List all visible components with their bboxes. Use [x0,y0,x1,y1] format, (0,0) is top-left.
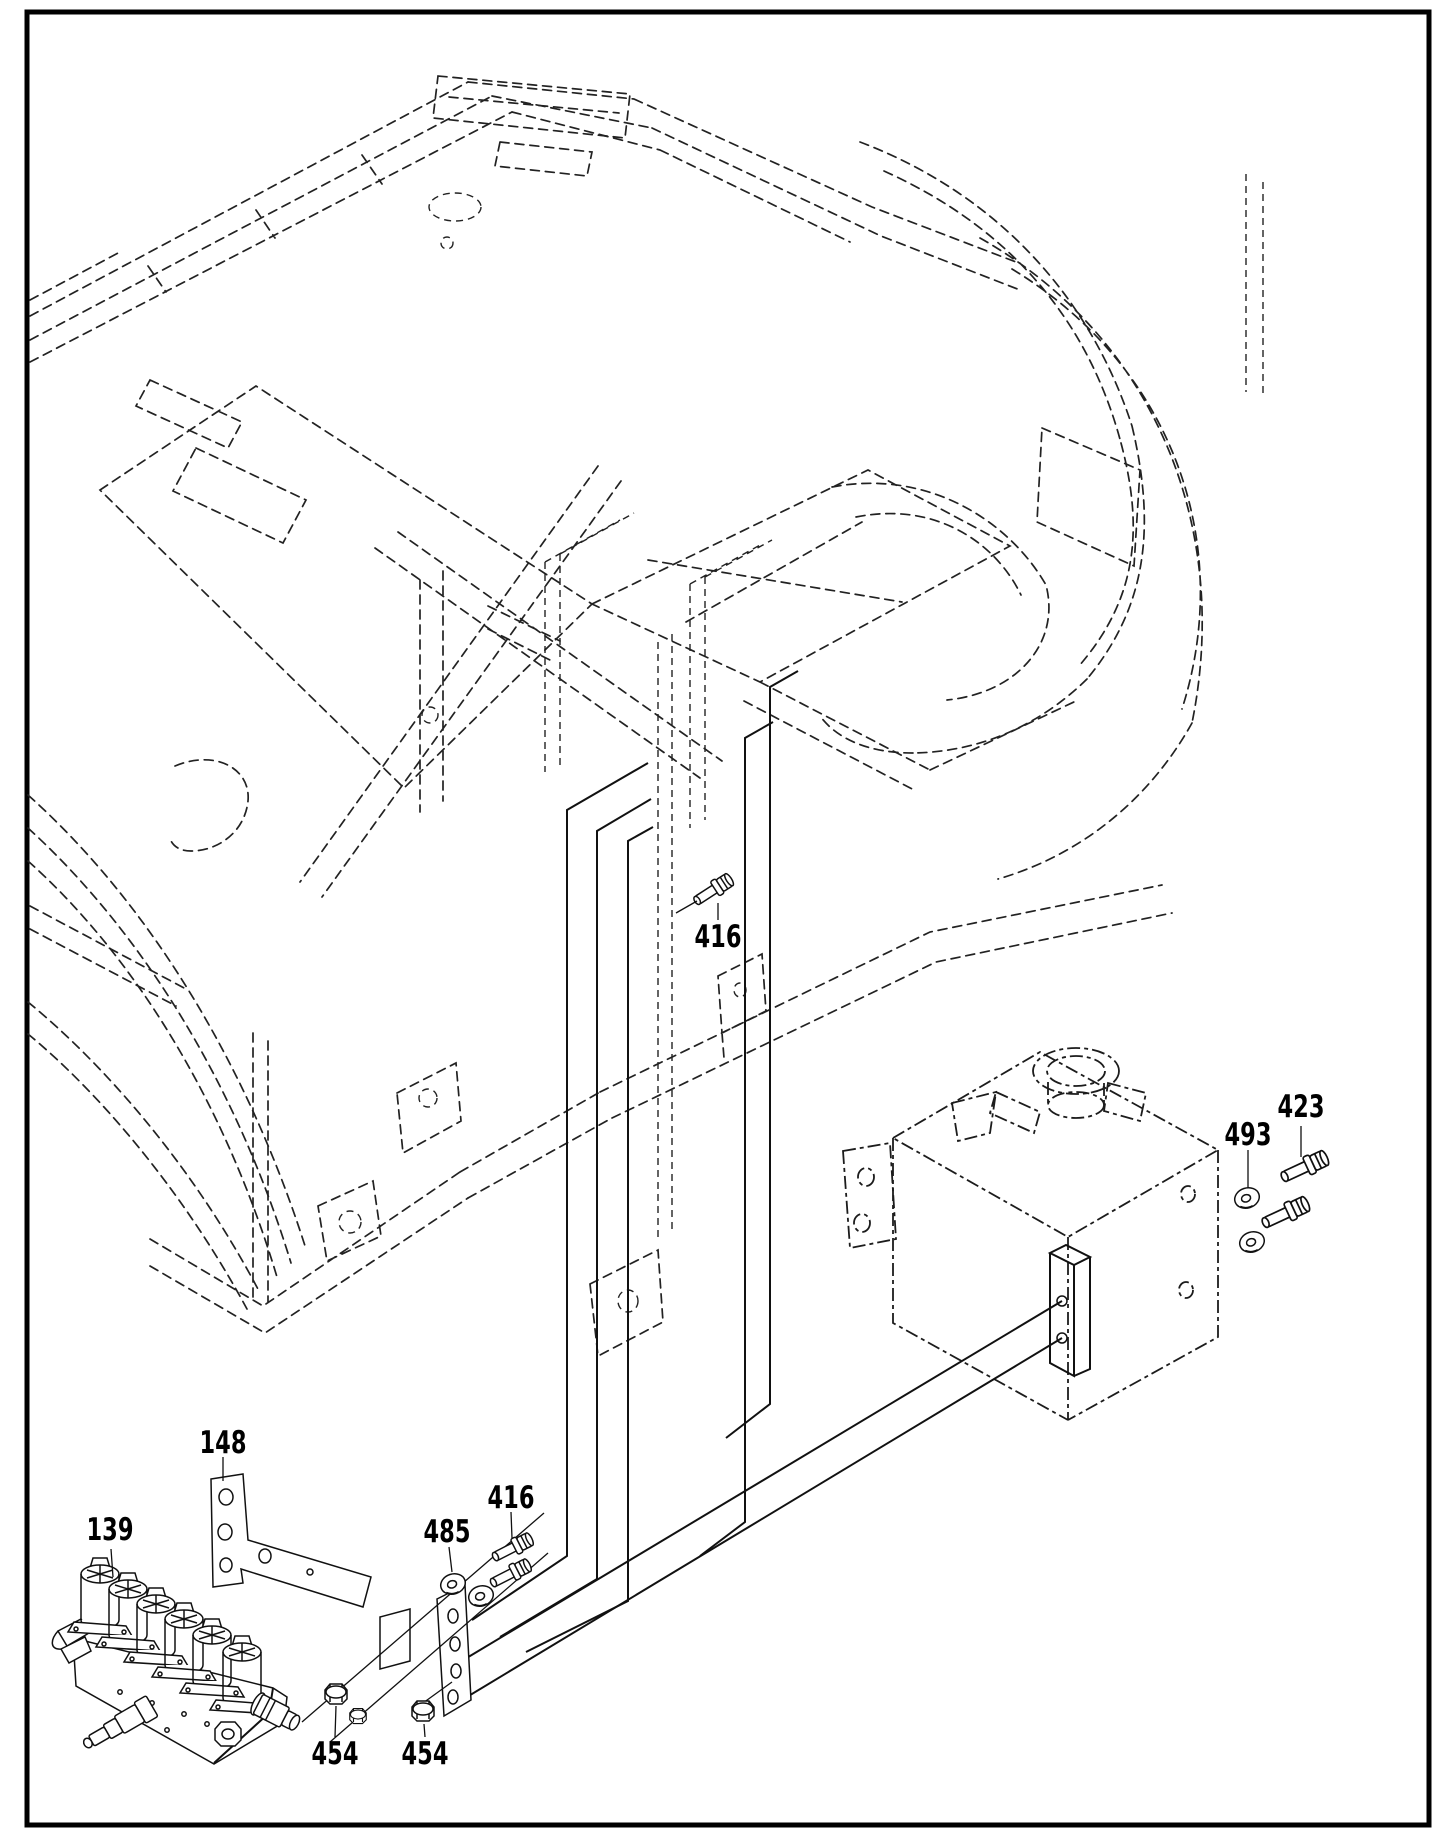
bracket-hole [218,1488,234,1506]
callout-139: 139 [87,1512,134,1548]
hose-run [525,826,654,1653]
washer-485-b [465,1581,497,1611]
frame-top-plate [432,75,631,177]
outlet-fitting [250,1692,301,1731]
valve-mounting-plate [379,1583,472,1718]
washer-493-a [1231,1183,1263,1213]
callout-148: 148 [200,1425,247,1461]
callout-454-right: 454 [402,1736,449,1772]
frame-hole [440,236,454,250]
frame-hole [338,1210,362,1234]
frame-hose-area-dashes [544,512,773,1240]
cap-inner [1046,1055,1106,1087]
frame-hole [418,1088,438,1108]
frame-holes [338,192,747,1313]
bolt-416-upper [689,870,737,910]
frame-roll-tubes [819,141,1204,880]
bracket-outline [210,1473,372,1608]
tank-fittings [950,1081,1148,1143]
spacer-block [379,1608,411,1670]
hex-plug [214,1721,242,1747]
nut-454-right [411,1700,435,1722]
frame-lower-center [149,1032,664,1358]
hose-run [699,721,774,1557]
bracket-dot [306,1568,314,1576]
bolt-423-a [1276,1147,1332,1188]
tank-tab-hole [1180,1185,1196,1203]
tank-body [891,1050,1220,1421]
plate-hole [447,1608,459,1624]
hydraulic-hose-runs [451,670,1063,1707]
hose-run [471,762,649,1621]
frame-right-platform [590,469,1077,792]
solenoid-valve-manifold [51,1557,301,1765]
frame-deck-arcs-lower-left [27,794,307,1310]
tank-hose [459,1300,1063,1663]
frame-rails-upper-left [29,81,513,363]
tank-left-bracket [842,1141,897,1250]
bracket-hole [853,1213,871,1233]
callout-416-lower: 416 [488,1480,535,1516]
callout-454-left: 454 [312,1736,359,1772]
frame-hole [421,706,439,724]
frame-right-edge-lines [1245,174,1264,398]
callout-labels: 416 493 423 148 139 485 416 454 454 [87,919,1325,1772]
port-dot [117,1689,123,1695]
frame-center-beams [299,465,723,898]
reservoir-tank [842,1047,1220,1421]
port-dot [164,1727,170,1733]
frame-top-right-rails [467,81,1021,291]
nut-small [349,1707,367,1725]
frame-rails-behind-tank [459,884,1173,1199]
relief-valve-fitting [82,1695,159,1749]
fastener-hardware [301,870,1332,1743]
front-bracket-outline [1047,1243,1093,1378]
washer-493-b [1236,1227,1268,1257]
plate-hole [449,1636,461,1652]
callout-423: 423 [1278,1089,1325,1125]
bracket-hole [217,1523,233,1541]
callout-493: 493 [1225,1117,1272,1153]
frame-handle-loop [831,482,1050,701]
bracket-hole [219,1557,233,1573]
frame-platform [98,378,594,790]
cap-outer [1032,1047,1120,1095]
cap-neck-base [1047,1091,1105,1119]
bracket-hole [258,1548,272,1564]
cap-neck [1047,1082,1105,1105]
manifold-face-ports [117,1689,210,1733]
bolt-axis-line [422,1681,453,1704]
bolt-423-b [1257,1193,1313,1234]
tank-tab-hole [1178,1281,1194,1299]
figure-border [24,9,1432,1828]
port-dot [204,1721,210,1727]
plate-hole [447,1689,459,1705]
bolt-axis-line [329,1552,549,1743]
bracket-outline [842,1141,897,1250]
frame-small-brackets [717,426,1141,1059]
hose-run [725,670,799,1439]
callout-416-upper: 416 [695,919,742,955]
callout-leader-lines [110,900,1302,1738]
tank-front-bracket [1047,1243,1093,1378]
bracket-hole [857,1167,875,1187]
mounting-bracket-148 [210,1473,372,1608]
callout-485: 485 [424,1514,471,1550]
frame-lower-left-rails [29,758,249,1007]
frame-hole [428,192,482,222]
tank-hose [451,1337,1063,1707]
nut-454-left [324,1683,348,1705]
tank-filler-cap [1032,1047,1120,1119]
chassis-frame [27,75,1264,1358]
port-dot [181,1711,187,1717]
plate-hole [450,1663,462,1679]
